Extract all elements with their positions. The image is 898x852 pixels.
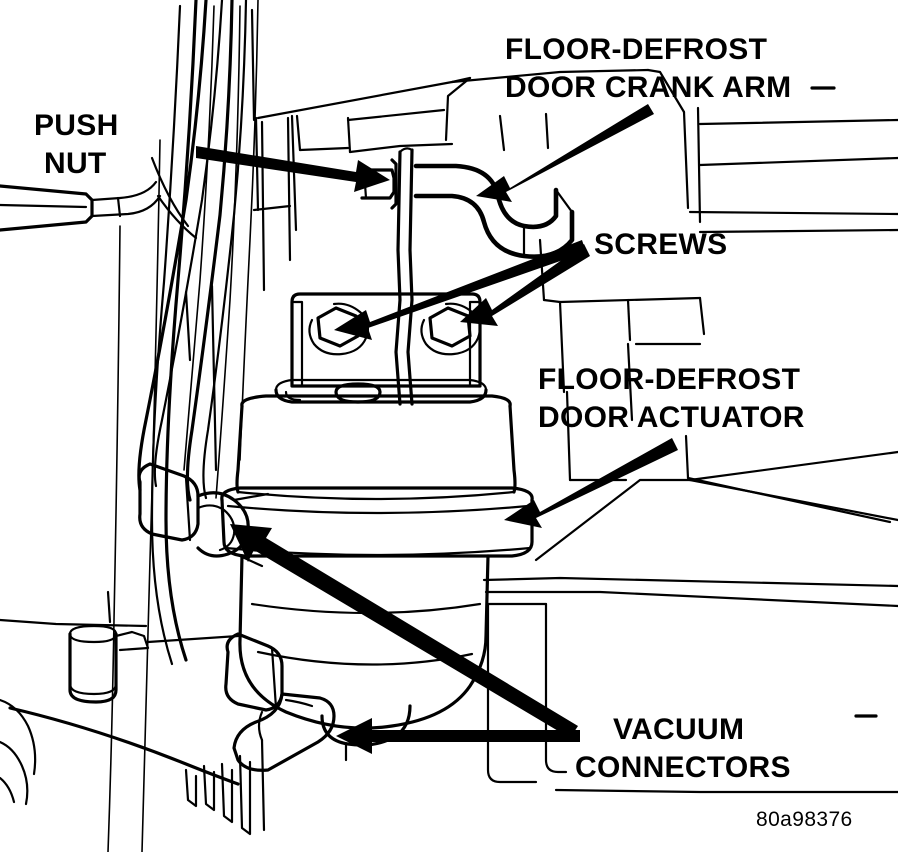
arrow-push-nut <box>196 146 390 192</box>
arrow-crank-arm <box>476 104 654 202</box>
callout-label-screws: SCREWS <box>594 228 727 261</box>
arrow-screws-right <box>460 244 590 326</box>
vacuum-label-line2: CONNECTORS <box>575 751 791 784</box>
left-bracket <box>0 180 162 232</box>
crank-arm-label-line1: FLOOR-DEFROST <box>505 33 767 66</box>
arrow-vacuum-lower <box>336 718 580 754</box>
callout-label-actuator: FLOOR-DEFROST DOOR ACTUATOR <box>538 363 805 434</box>
arrow-vacuum-upper <box>230 524 578 738</box>
callout-label-push-nut: PUSH NUT <box>34 109 119 180</box>
arrow-screws-left <box>334 240 586 340</box>
background-panels <box>184 8 898 794</box>
callout-label-vacuum-connectors: VACUUM CONNECTORS <box>575 713 878 784</box>
push-nut-label-line1: PUSH <box>34 109 119 142</box>
crank-arm-label-line2: DOOR CRANK ARM <box>505 71 791 104</box>
push-nut-label-line2: NUT <box>44 147 107 180</box>
arrow-actuator <box>504 438 678 528</box>
bottom-left-details <box>0 590 266 836</box>
screws-label: SCREWS <box>594 228 727 261</box>
vacuum-hose-bundle <box>107 0 259 852</box>
hex-screw-right <box>420 302 482 356</box>
vacuum-label-line1: VACUUM <box>613 713 744 746</box>
actuator-label-line1: FLOOR-DEFROST <box>538 363 800 396</box>
actuator-label-line2: DOOR ACTUATOR <box>538 401 805 434</box>
callout-label-crank-arm: FLOOR-DEFROST DOOR CRANK ARM <box>505 33 836 104</box>
part-number: 80a98376 <box>756 808 853 831</box>
